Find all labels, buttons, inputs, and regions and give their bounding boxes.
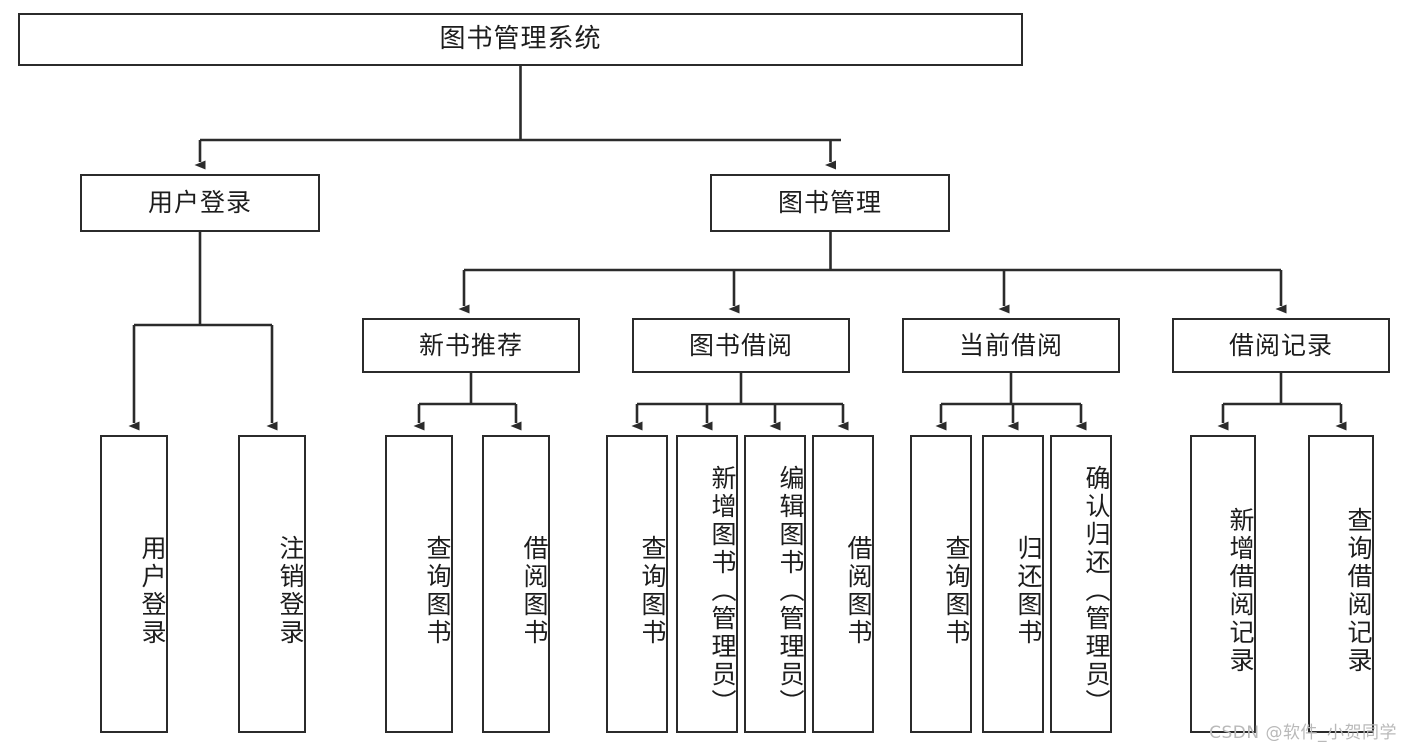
leaf-borrow-book-1-label: 借阅图书 xyxy=(520,535,549,647)
leaf-confirm-return[interactable]: 确认归还（管理员） xyxy=(1050,435,1112,733)
leaf-return-book-label: 归还图书 xyxy=(1014,535,1043,647)
leaf-query-book-1-label: 查询图书 xyxy=(423,535,452,647)
leaf-add-record-label: 新增借阅记录 xyxy=(1226,507,1255,675)
leaf-add-book[interactable]: 新增图书（管理员） xyxy=(676,435,738,733)
leaf-logout[interactable]: 注销登录 xyxy=(238,435,306,733)
leaf-user-login-label: 用户登录 xyxy=(138,535,167,647)
leaf-borrow-book-2-label: 借阅图书 xyxy=(844,535,873,647)
node-user-login[interactable]: 用户登录 xyxy=(80,174,320,232)
leaf-borrow-book-2[interactable]: 借阅图书 xyxy=(812,435,874,733)
node-root-label: 图书管理系统 xyxy=(439,23,602,54)
leaf-edit-book[interactable]: 编辑图书（管理员） xyxy=(744,435,806,733)
leaf-user-login[interactable]: 用户登录 xyxy=(100,435,168,733)
leaf-query-record-label: 查询借阅记录 xyxy=(1344,507,1373,675)
leaf-return-book[interactable]: 归还图书 xyxy=(982,435,1044,733)
leaf-query-record[interactable]: 查询借阅记录 xyxy=(1308,435,1374,733)
node-new-book-rec[interactable]: 新书推荐 xyxy=(362,318,580,373)
leaf-query-book-2-label: 查询图书 xyxy=(638,535,667,647)
csdn-watermark: CSDN @软件_小贺同学 xyxy=(1209,723,1397,743)
leaf-add-book-label: 新增图书（管理员） xyxy=(708,465,737,717)
node-borrow-record[interactable]: 借阅记录 xyxy=(1172,318,1390,373)
leaf-add-record[interactable]: 新增借阅记录 xyxy=(1190,435,1256,733)
node-book-borrow-label: 图书借阅 xyxy=(688,330,793,360)
leaf-edit-book-label: 编辑图书（管理员） xyxy=(776,465,805,717)
node-book-manage-label: 图书管理 xyxy=(777,188,882,217)
node-root[interactable]: 图书管理系统 xyxy=(18,13,1023,66)
leaf-borrow-book-1[interactable]: 借阅图书 xyxy=(482,435,550,733)
node-new-book-rec-label: 新书推荐 xyxy=(418,330,523,360)
node-book-borrow[interactable]: 图书借阅 xyxy=(632,318,850,373)
leaf-query-book-3[interactable]: 查询图书 xyxy=(910,435,972,733)
node-current-borrow-label: 当前借阅 xyxy=(958,330,1063,360)
node-borrow-record-label: 借阅记录 xyxy=(1228,330,1333,360)
leaf-query-book-2[interactable]: 查询图书 xyxy=(606,435,668,733)
node-user-login-label: 用户登录 xyxy=(147,188,252,217)
node-current-borrow[interactable]: 当前借阅 xyxy=(902,318,1120,373)
node-book-manage[interactable]: 图书管理 xyxy=(710,174,950,232)
leaf-query-book-1[interactable]: 查询图书 xyxy=(385,435,453,733)
leaf-confirm-return-label: 确认归还（管理员） xyxy=(1082,465,1111,717)
leaf-logout-label: 注销登录 xyxy=(276,535,305,647)
leaf-query-book-3-label: 查询图书 xyxy=(942,535,971,647)
